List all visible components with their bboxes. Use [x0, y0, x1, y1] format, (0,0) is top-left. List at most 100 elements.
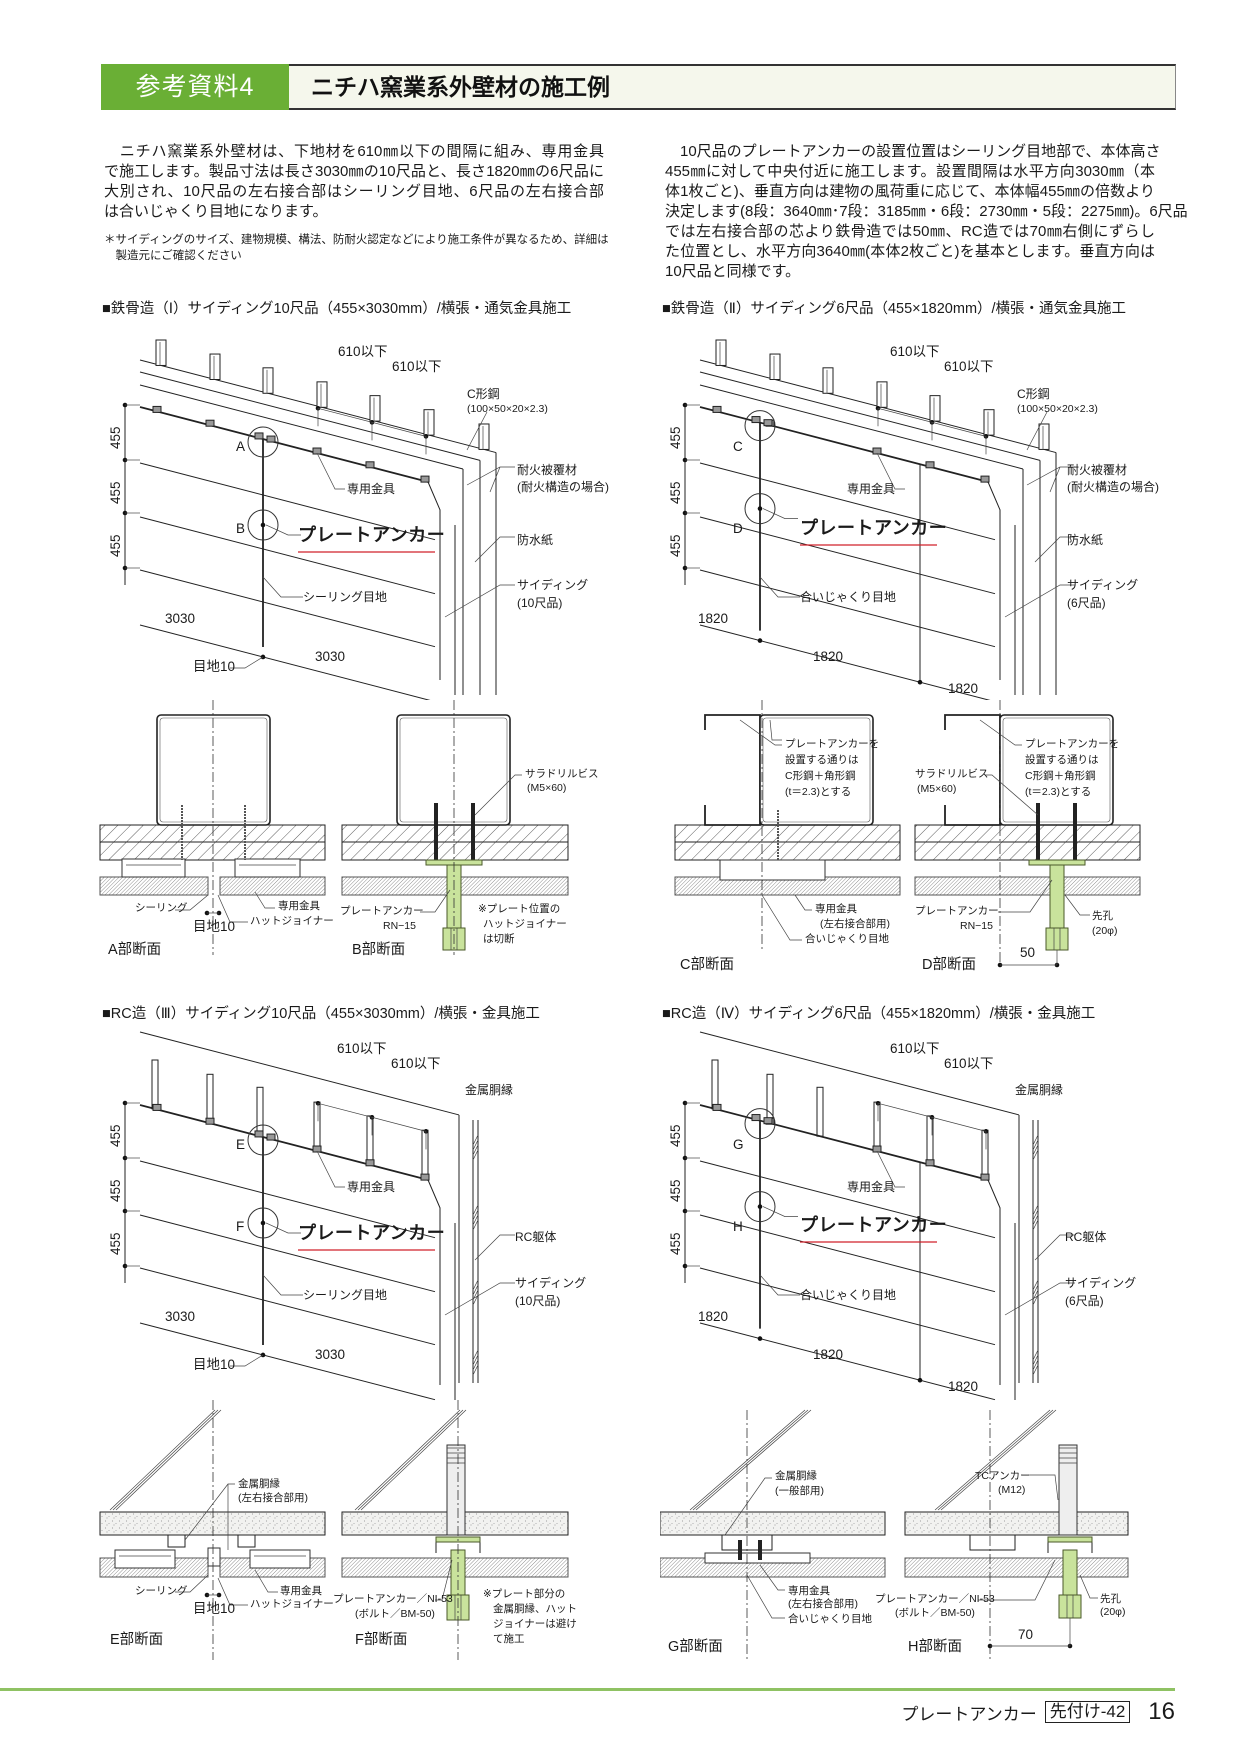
rc-hatch	[1032, 1359, 1039, 1371]
leader-line	[979, 719, 1022, 746]
diagram-label: プレートアンカー	[340, 905, 424, 917]
leader-line	[876, 1150, 905, 1188]
dimension-dot	[260, 522, 266, 528]
leader-line	[759, 576, 800, 598]
leader-line	[262, 1274, 303, 1296]
plate-anchor-plate	[1028, 859, 1086, 866]
rc-hatch	[1032, 1204, 1039, 1216]
metal-furring	[816, 1086, 824, 1137]
plate-anchor-label: プレートアンカー	[298, 1223, 446, 1243]
diagram-label: (M12)	[998, 1484, 1026, 1496]
metal-furring	[206, 1073, 214, 1124]
plate-anchor-plate	[1047, 1536, 1093, 1543]
intro-line: 10尺品と同様です。	[665, 263, 801, 280]
note-line: 製造元にご確認ください	[104, 250, 242, 262]
section-caption: G部断面	[668, 1639, 723, 1655]
rc-hatch	[472, 1204, 479, 1216]
dimension-line	[317, 1102, 427, 1132]
detail-mark: H	[733, 1219, 743, 1234]
diagram-label: 防水紙	[517, 533, 554, 547]
siding-bracket	[365, 1159, 375, 1167]
rc-outline	[139, 1031, 460, 1116]
tube-inner	[1002, 717, 1111, 823]
diagram-label: (左右接合部用)	[238, 1492, 308, 1504]
detail-circle	[247, 509, 279, 541]
metal-furring	[711, 1059, 719, 1110]
diagram-label: ※プレート位置の	[478, 903, 561, 915]
tube-inner	[762, 717, 871, 823]
siding-bracket	[152, 1103, 162, 1111]
square-steel-tube	[156, 714, 271, 826]
c-steel-stud	[876, 381, 888, 408]
siding-label: サイディング	[517, 578, 589, 592]
footer-catalog-code: 先付け-42	[1044, 1701, 1131, 1723]
siding-bracket	[712, 405, 722, 413]
dimension-dot	[757, 1204, 763, 1209]
frame-label: 金属胴縁	[1015, 1083, 1064, 1097]
c-steel-stud	[929, 395, 941, 422]
leader-line	[420, 889, 451, 913]
hat-joiner	[207, 1547, 221, 1567]
plate-anchor-label: プレートアンカー	[800, 518, 948, 538]
anchor-stem	[1062, 1549, 1078, 1596]
rc-hatch	[472, 1279, 479, 1291]
siding-size-label: (6尺品)	[1065, 1294, 1104, 1308]
spacing-dimension: 610以下	[890, 1041, 940, 1056]
footer-product: プレートアンカー	[901, 1704, 1037, 1724]
height-dimension: 455	[108, 1179, 123, 1202]
leader-line	[876, 452, 905, 490]
dimension-dot	[260, 1352, 266, 1358]
c-steel-stud	[369, 395, 381, 422]
diagram-label: プレートアンカー	[915, 905, 999, 917]
spacing-dimension: 610以下	[391, 1056, 441, 1071]
rc-outline	[699, 1031, 1020, 1116]
footer-divider	[0, 1688, 1175, 1691]
drawing-canvas	[99, 700, 569, 955]
section-caption: E部断面	[110, 1632, 164, 1648]
leader-line	[1049, 466, 1061, 493]
dimension-line	[139, 1322, 436, 1401]
construction-note: ※プレート部分の	[483, 1588, 566, 1600]
siding-bracket	[312, 447, 322, 455]
siding-bracket	[249, 1549, 311, 1569]
siding-bracket	[763, 419, 773, 427]
c-channel	[704, 714, 761, 826]
diagram-label: 先孔	[1092, 910, 1113, 922]
diagram-label: 耐火被覆材	[1067, 463, 1128, 477]
leader-line	[759, 1274, 800, 1296]
diagram-label: プレートアンカー／NI-53	[333, 1593, 453, 1605]
detail-mark: F	[236, 1219, 245, 1234]
section-heading: ■鉄骨造（Ⅰ）サイディング10尺品（455×3030mm）/横張・通気金具施工	[102, 301, 572, 317]
leader-line	[1079, 1574, 1098, 1599]
plate-anchor-label: プレートアンカー	[298, 525, 446, 545]
diagram-label: 専用金具	[815, 903, 857, 915]
intro-line: 体1枚ごと)、垂直方向は建物の風荷重に応じて、本体幅455㎜の倍数より	[665, 183, 1155, 200]
leader-line	[1064, 894, 1090, 916]
diagram-label: ハットジョイナー	[250, 915, 334, 927]
rc-hatch	[472, 1149, 479, 1161]
length-dimension: 1820	[948, 1379, 979, 1394]
leader-line	[466, 466, 515, 486]
rc-hatch	[472, 1144, 479, 1156]
bracket-label: 専用金具	[347, 1180, 396, 1194]
intro-line: 10尺品のプレートアンカーの設置位置はシーリング目地部で、本体高さ	[665, 143, 1161, 160]
metal-furring	[766, 1073, 774, 1124]
structure-note: 設置する通りは	[1025, 754, 1099, 766]
siding-bracket	[205, 1117, 215, 1125]
joint-gap-label: 目地10	[193, 659, 236, 674]
construction-note: て施工	[493, 1633, 525, 1645]
siding-course-line	[699, 1267, 996, 1346]
siding-top-edge	[139, 406, 429, 483]
leader-line	[230, 1354, 264, 1367]
detail-circle	[247, 426, 279, 458]
siding-bracket	[234, 858, 301, 878]
drawing-canvas	[682, 1031, 1075, 1401]
frame-label: C形鋼	[1017, 387, 1050, 401]
section-caption: A部断面	[108, 942, 162, 958]
leader-line	[1004, 1282, 1075, 1316]
furring-perspective	[115, 1409, 222, 1511]
height-dimension: 455	[108, 1232, 123, 1255]
rc-hatch	[472, 1349, 479, 1361]
